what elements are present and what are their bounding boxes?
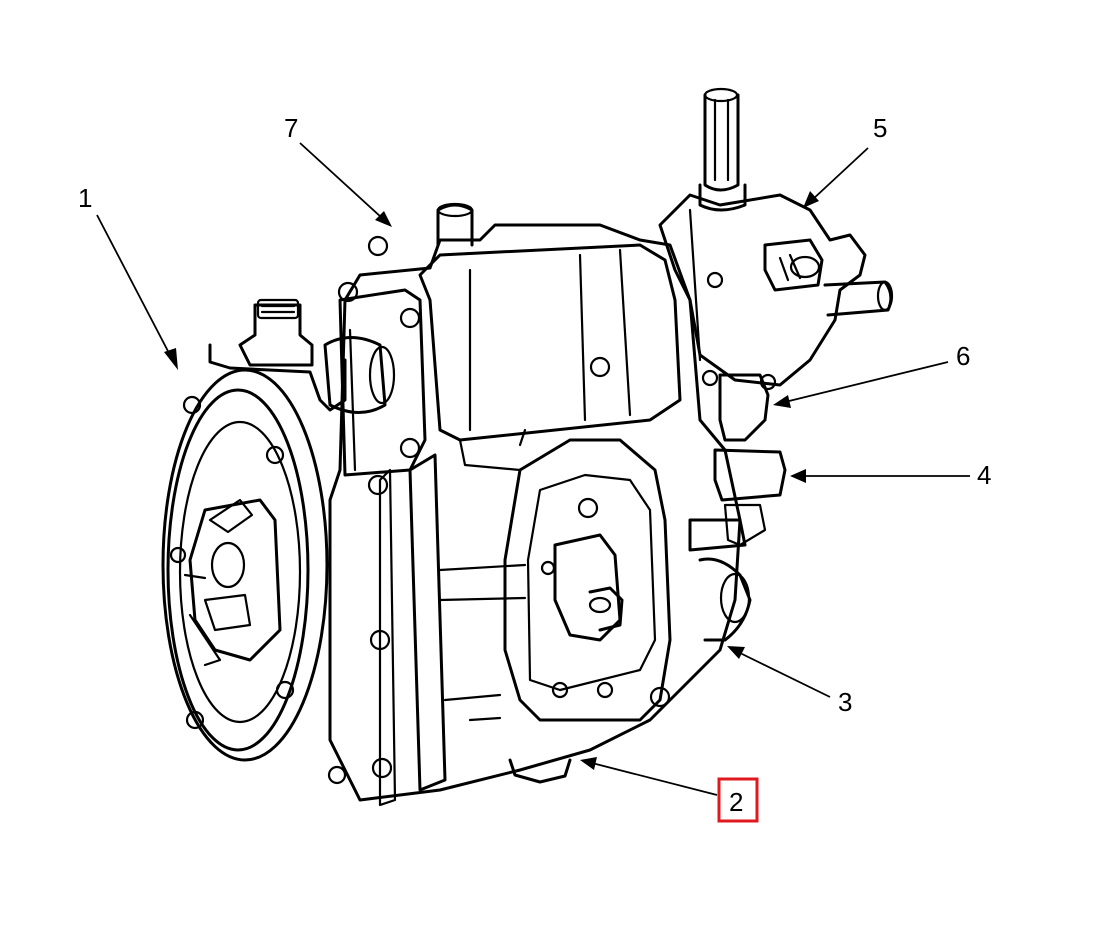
callout-label-4: 4	[977, 460, 991, 490]
callout-1: 1	[78, 183, 178, 370]
callout-label-7: 7	[284, 113, 298, 143]
callout-4: 4	[790, 460, 991, 490]
callout-label-6: 6	[956, 341, 970, 371]
callout-label-3: 3	[838, 687, 852, 717]
highlight-box	[717, 777, 759, 823]
callout-2: 2	[580, 757, 759, 823]
callout-label-5: 5	[873, 113, 887, 143]
callout-7: 7	[284, 113, 392, 227]
fuel-pump-illustration	[161, 87, 894, 807]
callout-label-1: 1	[78, 183, 92, 213]
callout-6: 6	[773, 341, 970, 408]
callout-label-2: 2	[729, 787, 743, 817]
callout-5: 5	[803, 113, 887, 208]
callout-3: 3	[727, 646, 852, 717]
